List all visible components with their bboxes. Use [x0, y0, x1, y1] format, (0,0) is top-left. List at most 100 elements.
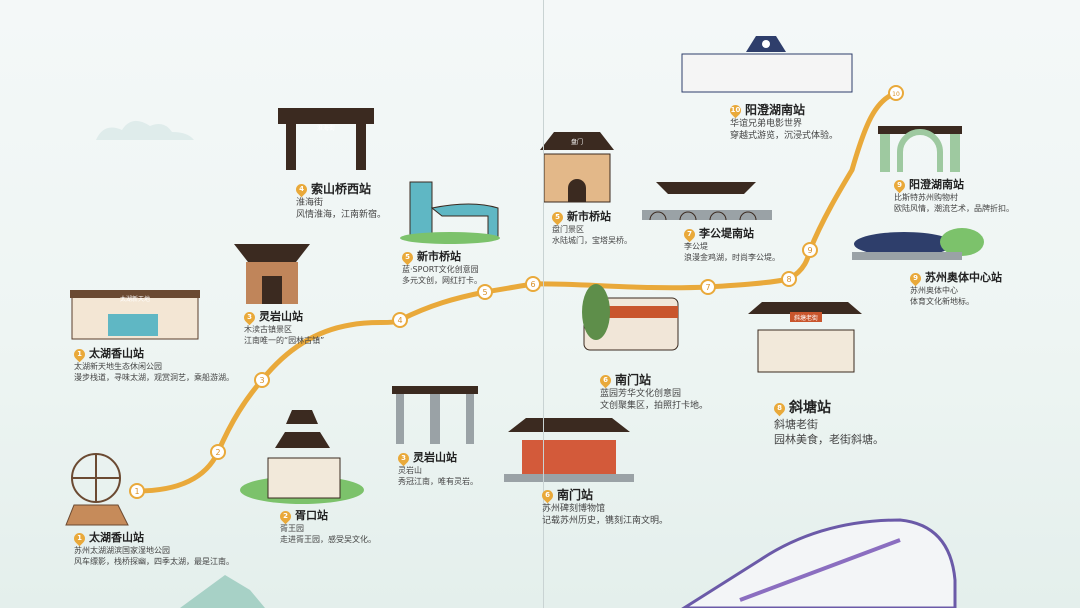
station-number: 3	[401, 453, 406, 462]
mountain-decoration	[180, 575, 265, 608]
station-label[interactable]: 1 太湖香山站太湖新天地生态休闲公园漫步栈道，寻味太湖，观赏洞艺，乘船游湖。	[71, 346, 234, 383]
route-node-number: 1	[134, 487, 139, 496]
route-node-number: 2	[215, 448, 220, 457]
route-node-number: 3	[259, 376, 264, 385]
map-pin-icon: 9	[891, 177, 908, 194]
station-name: 南门站	[615, 373, 652, 387]
station-description: 苏州太湖湖滨国家湿地公园	[74, 545, 170, 555]
station-title: 1 太湖香山站	[71, 346, 234, 363]
sport-park-illustration	[400, 181, 500, 244]
map-pin-icon: 5	[399, 249, 416, 266]
route-node	[210, 444, 226, 460]
cloud-decoration	[96, 120, 194, 140]
station-name: 斜塘站	[789, 400, 831, 416]
station-description: 淮海街	[296, 198, 324, 209]
xietang-gate-illustration: 斜塘老街	[748, 302, 862, 373]
route-node-number: 4	[397, 316, 402, 325]
station-title: 6 南门站	[539, 487, 668, 503]
station-name: 太湖香山站	[89, 347, 144, 360]
station-description: 盘门景区	[552, 224, 584, 234]
station-description: 苏州奥体中心	[910, 285, 958, 295]
suoshan-gate-illustration: 淮海街	[278, 108, 374, 170]
station-title: 10 阳澄湖南站	[727, 102, 838, 118]
station-name: 新市桥站	[567, 210, 611, 223]
station-name: 新市桥站	[417, 250, 461, 263]
station-description: 风车缥影，栈桥探幽，四季太湖，最是江南。	[74, 556, 234, 566]
xintiandi-sign: 太湖新天地	[120, 295, 150, 303]
route-node	[700, 279, 716, 295]
lingyan-gate-illustration	[234, 244, 310, 304]
station-name: 阳澄湖南站	[745, 103, 806, 117]
station-name: 阳澄湖南站	[909, 178, 964, 191]
film-world-illustration	[681, 36, 853, 93]
lingyan-arch-illustration	[392, 386, 478, 444]
station-description: 江南唯一的“园林古镇”	[244, 335, 325, 345]
station-number: 8	[777, 403, 782, 412]
station-title: 8 斜塘站	[771, 399, 884, 418]
route-node	[781, 271, 797, 287]
station-name: 太湖香山站	[89, 531, 144, 544]
map-pin-icon: 2	[277, 508, 294, 525]
station-description: 走进胥王园，感受吴文化。	[280, 534, 376, 544]
station-description: 苏州碑刻博物馆	[542, 504, 606, 515]
station-number: 6	[545, 490, 550, 499]
map-pin-icon: 3	[241, 309, 258, 326]
station-description: 斜塘老街	[774, 417, 818, 431]
station-number: 7	[687, 229, 692, 238]
station-title: 3 灵岩山站	[395, 450, 478, 467]
station-description: 蓝园芳华文化创意园	[600, 389, 682, 400]
station-number: 10	[730, 105, 741, 114]
station-description: 园林美食，老街斜塘。	[774, 432, 884, 446]
route-node	[802, 242, 818, 258]
route-node	[477, 284, 493, 300]
station-description: 风情淮海，江南新宿。	[296, 210, 387, 221]
map-pin-icon: 4	[293, 181, 310, 197]
stadium-illustration	[852, 228, 984, 260]
map-pin-icon: 9	[907, 270, 924, 287]
xukou-pavilion-illustration	[240, 410, 364, 504]
station-name: 南门站	[557, 488, 594, 502]
route-node-number: 9	[807, 246, 812, 255]
station-description: 欧陆风情，潮流艺术，品牌折扣。	[894, 203, 1014, 213]
station-label[interactable]: 8 斜塘站斜塘老街园林美食，老街斜塘。	[771, 399, 884, 448]
station-number: 3	[247, 312, 252, 321]
station-description: 穿越式游览，沉浸式体验。	[730, 131, 839, 142]
station-description: 华谊兄弟电影世界	[730, 119, 803, 130]
nanmen-museum-illustration	[504, 418, 634, 482]
route-node-number: 6	[530, 280, 535, 289]
station-description: 灵岩山	[398, 465, 422, 475]
route-node-number: 10	[892, 91, 900, 98]
station-number: 9	[913, 273, 918, 282]
route-node	[525, 276, 541, 292]
station-description: 漫步栈道，寻味太湖，观赏洞艺，乘船游湖。	[74, 372, 234, 382]
station-name: 灵岩山站	[413, 451, 457, 464]
route-node-number: 8	[786, 275, 791, 284]
map-pin-icon: 10	[727, 102, 744, 118]
station-number: 1	[77, 349, 82, 358]
outlet-gate-illustration	[878, 126, 962, 172]
station-label[interactable]: 10 阳澄湖南站华谊兄弟电影世界穿越式游览，沉浸式体验。	[727, 102, 839, 142]
station-description: 太湖新天地生态休闲公园	[74, 361, 162, 371]
ligongdi-bridge-illustration	[642, 182, 772, 221]
station-description: 比斯特苏州购物村	[894, 192, 958, 202]
route-line	[134, 90, 899, 494]
